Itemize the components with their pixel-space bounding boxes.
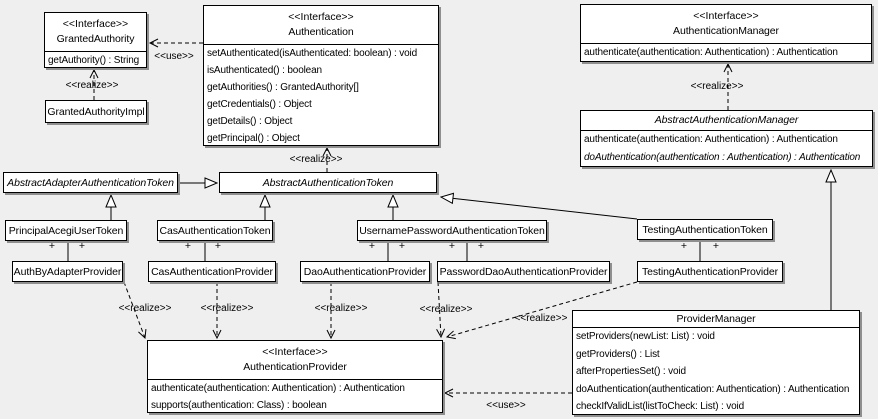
- class-name: AbstractAdapterAuthenticationToken: [7, 176, 174, 189]
- plus-label: +: [184, 240, 192, 252]
- class-name: GrantedAuthority: [56, 33, 135, 45]
- method: getCredentials() : Object: [207, 99, 312, 110]
- plus-label: +: [368, 240, 376, 252]
- use-label: <<use>>: [154, 51, 194, 62]
- class-name: TestingAuthenticationToken: [642, 223, 768, 236]
- plus-label: +: [448, 240, 456, 252]
- class-dao-authentication-provider[interactable]: DaoAuthenticationProvider: [300, 261, 430, 282]
- class-testing-authentication-provider[interactable]: TestingAuthenticationProvider: [637, 261, 783, 282]
- stereotype: <<Interface>>: [693, 10, 759, 22]
- class-name: AbstractAuthenticationToken: [262, 176, 394, 189]
- stereotype: <<Interface>>: [262, 346, 328, 358]
- method: setProviders(newList: List) : void: [576, 331, 715, 342]
- method: supports(authentication: Class) : boolea…: [151, 400, 327, 411]
- plus-label: +: [78, 240, 86, 252]
- class-name: TestingAuthenticationProvider: [641, 265, 778, 278]
- method: getAuthorities() : GrantedAuthority[]: [207, 82, 359, 93]
- realize-label: <<realize>>: [118, 303, 172, 314]
- realize-label: <<realize>>: [200, 303, 254, 314]
- class-authentication-provider[interactable]: <<Interface>> AuthenticationProvider aut…: [147, 340, 443, 413]
- plus-label: +: [680, 240, 688, 252]
- method: doAuthentication(authentication: Authent…: [576, 383, 850, 395]
- stereotype: <<Interface>>: [62, 18, 129, 30]
- class-granted-authority-impl[interactable]: GrantedAuthorityImpl: [45, 100, 147, 123]
- stereotype: <<Interface>>: [288, 11, 354, 23]
- class-name: CasAuthenticationProvider: [151, 265, 273, 278]
- class-testing-authentication-token[interactable]: TestingAuthenticationToken: [637, 219, 773, 240]
- class-cas-authentication-token[interactable]: CasAuthenticationToken: [157, 220, 273, 241]
- class-authentication-manager[interactable]: <<Interface>> AuthenticationManager auth…: [580, 4, 872, 62]
- method: getAuthority() : String: [48, 55, 140, 66]
- method: authenticate(authentication: Authenticat…: [584, 134, 838, 145]
- method: checkIfValidList(listToCheck: List) : vo…: [576, 401, 745, 412]
- class-abstract-adapter-authentication-token[interactable]: AbstractAdapterAuthenticationToken: [3, 172, 178, 193]
- realize-label: <<realize>>: [314, 303, 368, 314]
- class-password-dao-authentication-provider[interactable]: PasswordDaoAuthenticationProvider: [437, 261, 610, 282]
- class-name: AuthByAdapterProvider: [13, 265, 122, 278]
- class-name: DaoAuthenticationProvider: [303, 265, 427, 278]
- realize-label: <<realize>>: [419, 304, 473, 315]
- class-header: <<Interface>> Authentication: [204, 6, 438, 45]
- class-name: Authentication: [288, 26, 354, 38]
- class-name: AbstractAuthenticationManager: [581, 111, 872, 131]
- methods-compartment: setAuthenticated(isAuthenticated: boolea…: [204, 45, 438, 147]
- class-name: PrincipalAcegiUserToken: [8, 224, 124, 237]
- realize-label: <<realize>>: [514, 313, 568, 324]
- method: getDetails() : Object: [207, 116, 293, 127]
- class-name: PasswordDaoAuthenticationProvider: [439, 265, 608, 278]
- method: getProviders() : List: [576, 348, 660, 360]
- realize-label: <<realize>>: [65, 80, 119, 91]
- plus-label: +: [214, 240, 222, 252]
- use-label: <<use>>: [486, 400, 526, 411]
- class-header: <<Interface>> AuthenticationProvider: [148, 341, 442, 380]
- class-cas-authentication-provider[interactable]: CasAuthenticationProvider: [148, 261, 276, 282]
- methods-compartment: authenticate(authentication: Authenticat…: [581, 44, 871, 62]
- method: setAuthenticated(isAuthenticated: boolea…: [207, 48, 418, 59]
- class-authentication[interactable]: <<Interface>> Authentication setAuthenti…: [203, 5, 439, 146]
- class-name: CasAuthenticationToken: [159, 224, 271, 237]
- method: doAuthentication(authentication : Authen…: [584, 152, 861, 163]
- plus-label: +: [398, 240, 406, 252]
- class-username-password-authentication-token[interactable]: UsernamePasswordAuthenticationToken: [357, 220, 547, 241]
- method: authenticate(authentication: Authenticat…: [151, 383, 405, 394]
- methods-compartment: authenticate(authentication: Authenticat…: [581, 131, 872, 167]
- class-auth-by-adapter-provider[interactable]: AuthByAdapterProvider: [12, 261, 123, 282]
- plus-label: +: [712, 240, 720, 252]
- class-name: AuthenticationManager: [673, 25, 779, 37]
- class-abstract-authentication-manager[interactable]: AbstractAuthenticationManager authentica…: [580, 110, 873, 167]
- class-abstract-authentication-token[interactable]: AbstractAuthenticationToken: [219, 172, 437, 193]
- plus-label: +: [48, 240, 56, 252]
- method: afterPropertiesSet() : void: [576, 366, 686, 377]
- class-name: AuthenticationProvider: [243, 361, 347, 373]
- class-header: <<Interface>> AuthenticationManager: [581, 5, 871, 44]
- methods-compartment: authenticate(authentication: Authenticat…: [148, 380, 442, 414]
- class-name: UsernamePasswordAuthenticationToken: [359, 224, 545, 237]
- class-header: <<Interface>> GrantedAuthority: [45, 13, 146, 52]
- methods-compartment: setProviders(newList: List) : void getPr…: [573, 328, 859, 416]
- plus-label: +: [477, 240, 485, 252]
- class-granted-authority[interactable]: <<Interface>> GrantedAuthority getAuthor…: [44, 12, 147, 68]
- methods-compartment: getAuthority() : String: [45, 52, 146, 69]
- edge-gen-testingtoken-to-abstracttoken: [441, 197, 638, 220]
- class-provider-manager[interactable]: ProviderManager setProviders(newList: Li…: [572, 310, 860, 415]
- realize-label: <<realize>>: [289, 154, 343, 165]
- realize-label: <<realize>>: [690, 81, 744, 92]
- method: getPrincipal() : Object: [207, 133, 300, 144]
- method: isAuthenticated() : boolean: [207, 65, 322, 76]
- method: authenticate(authentication: Authenticat…: [584, 47, 838, 58]
- class-name: GrantedAuthorityImpl: [47, 105, 145, 118]
- class-name: ProviderManager: [573, 311, 859, 328]
- class-principal-acegi-user-token[interactable]: PrincipalAcegiUserToken: [5, 220, 127, 241]
